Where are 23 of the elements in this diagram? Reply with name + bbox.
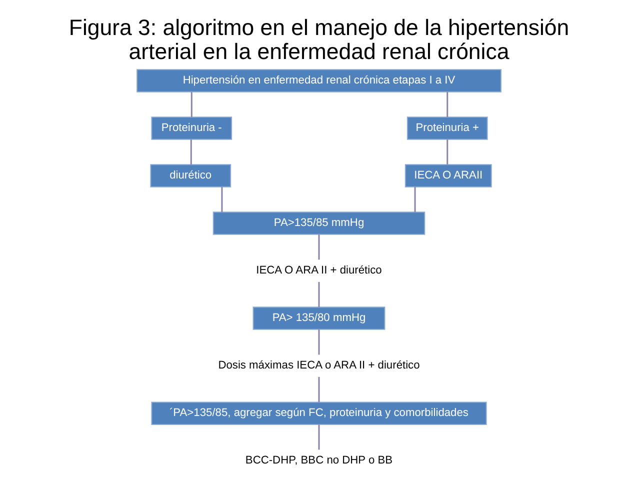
connector [190,91,192,117]
connector [220,186,222,212]
connector [446,91,448,117]
diagram-title: Figura 3: algoritmo en el manejo de la hipertensión arterial en la enfermedad renal crónica [68,14,569,64]
node-box: Hipertensión en enfermedad renal crónica etapas I a IV [136,68,501,92]
node-box: ´PA>135/85, agregar según FC, proteinuria y comorbilidades [150,401,486,424]
connector [414,186,416,212]
connector [318,281,320,307]
node-text: Dosis máximas IECA o ARA II + diurético [218,359,420,372]
node-box: Proteinuria - [150,116,232,140]
node-text: IECA O ARA II + diurético [256,264,382,276]
connector [446,138,448,164]
connector [318,328,320,354]
node-box: diurético [150,164,231,187]
node-box: IECA O ARAII [404,164,492,187]
connector [318,234,320,260]
connector [190,138,192,164]
node-box: PA>135/85 mmHg [212,211,425,234]
node-box: Proteinuria + [406,116,488,140]
connector [318,424,320,450]
node-text: BCC-DHP, BBC no DHP o BB [244,454,392,466]
connector [318,376,320,402]
node-box: PA> 135/80 mmHg [252,306,385,330]
